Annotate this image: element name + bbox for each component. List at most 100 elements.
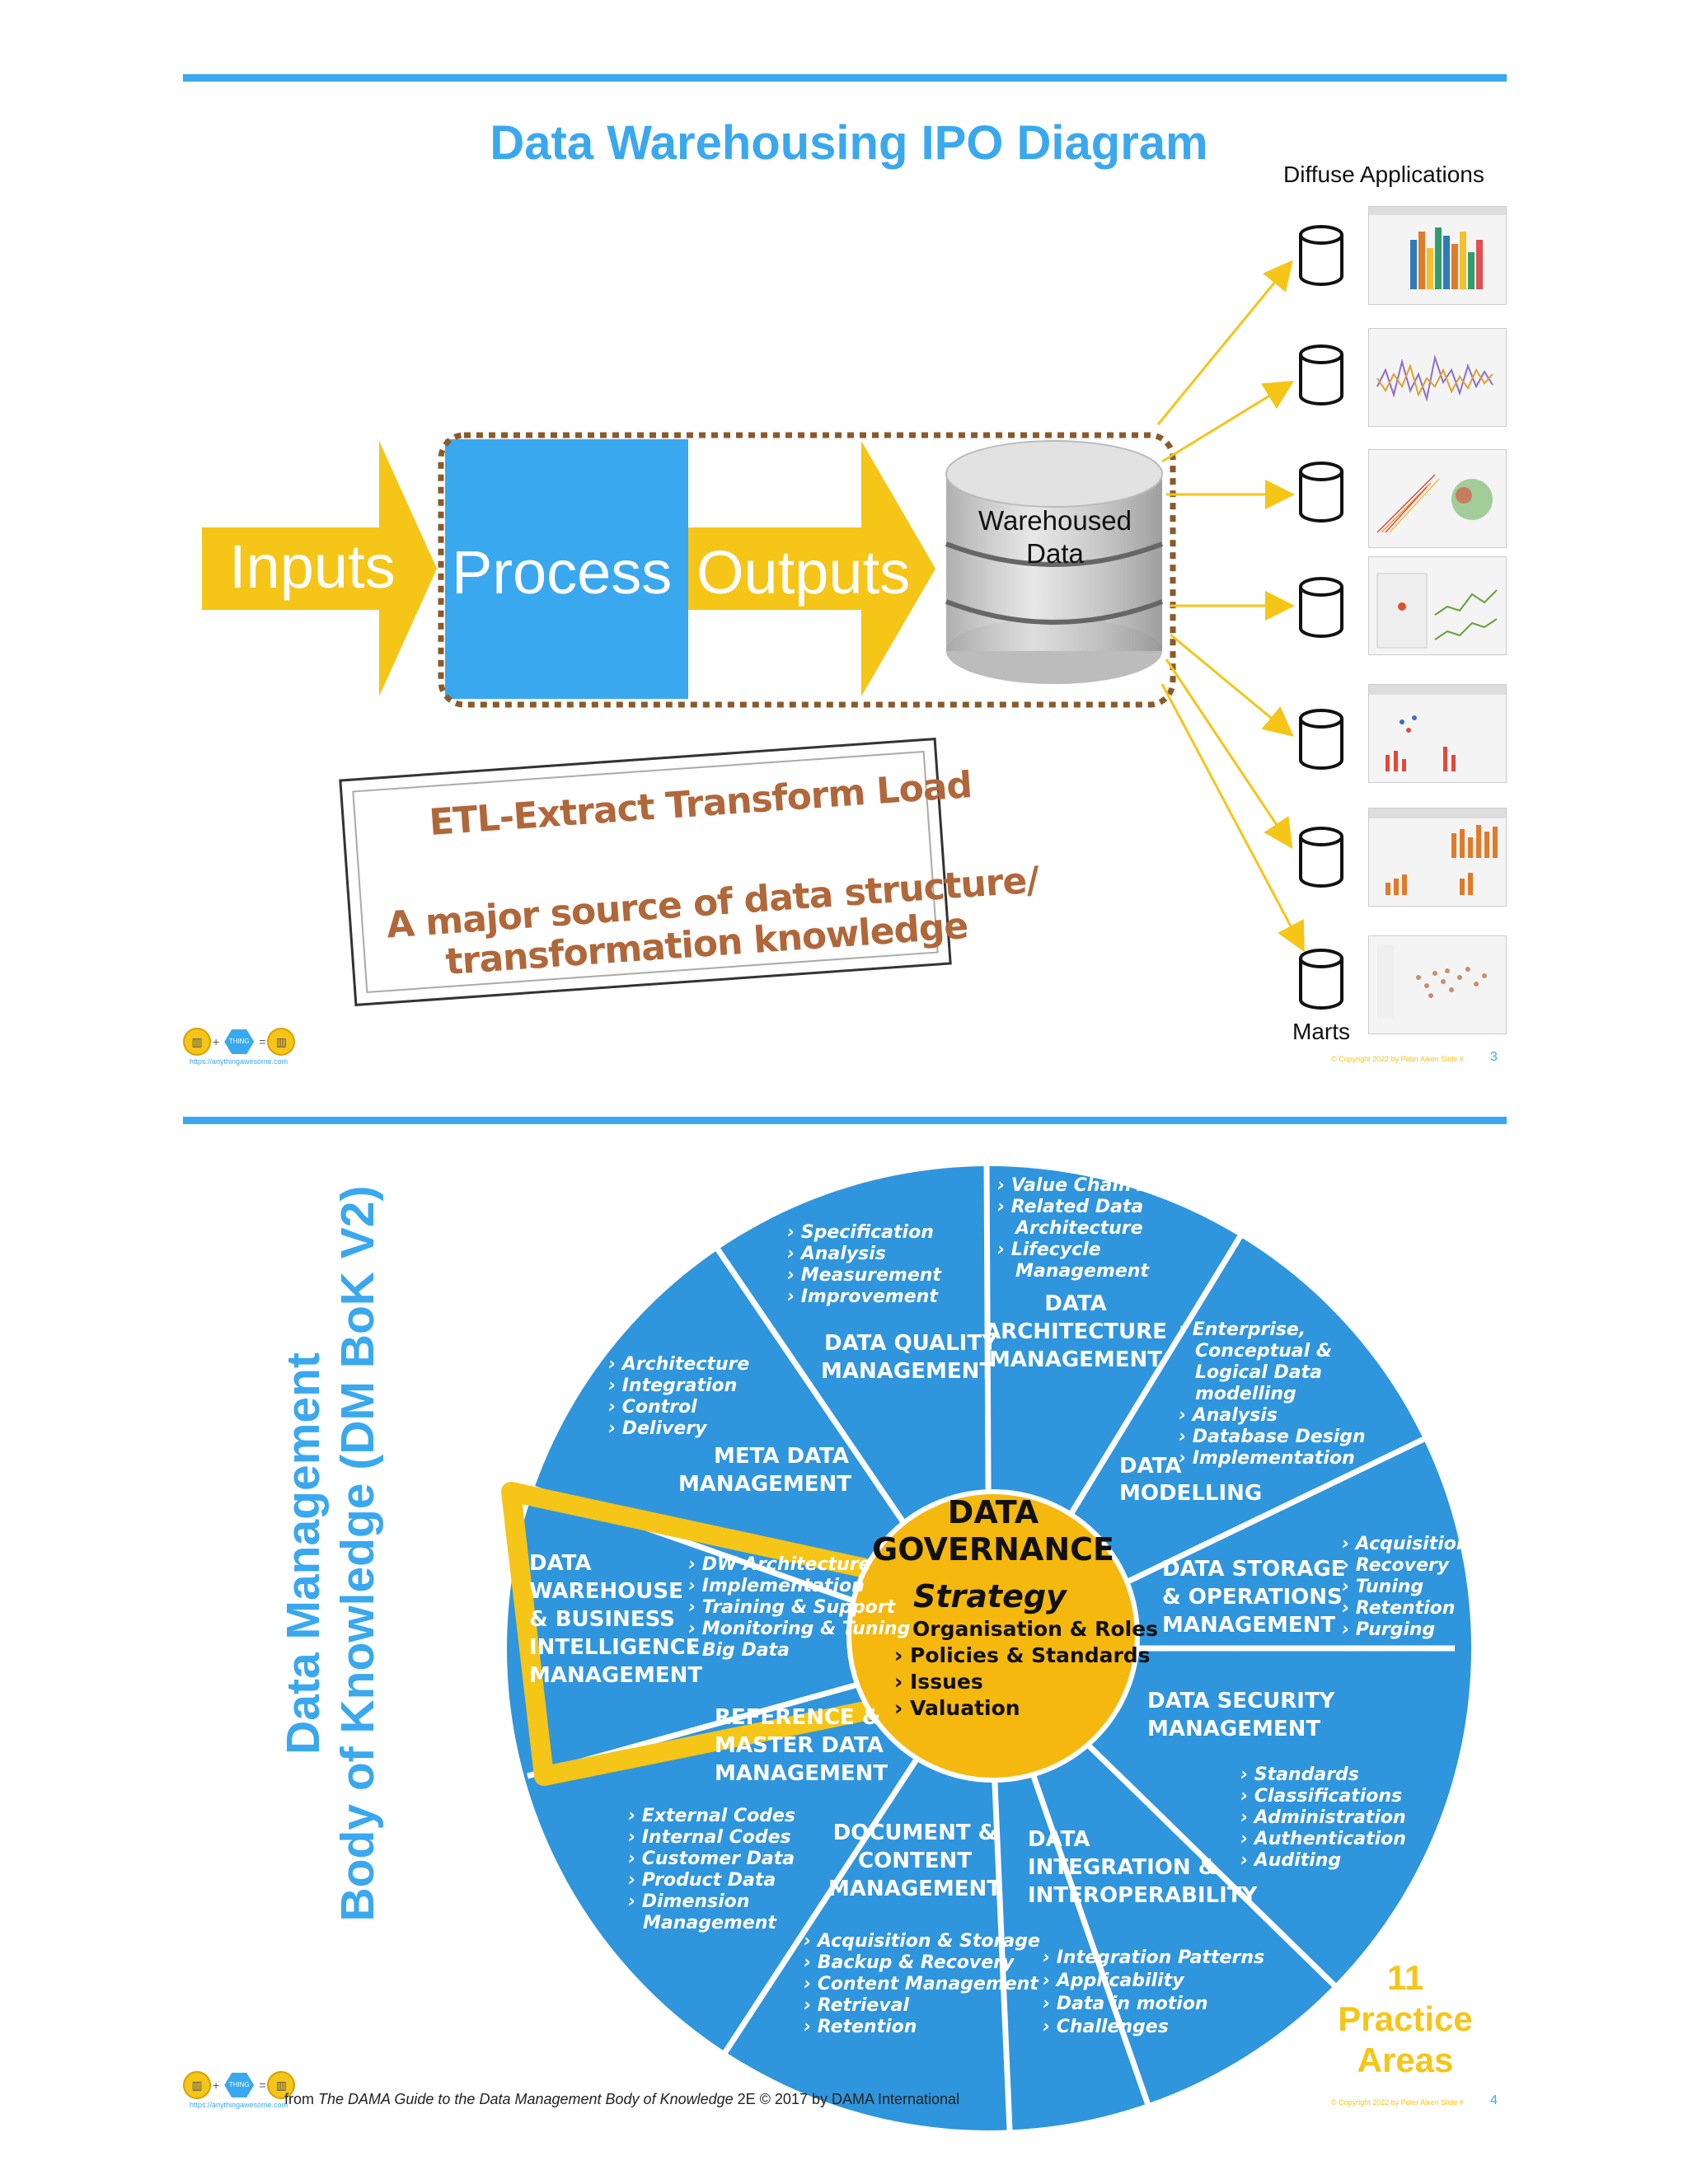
marts-label: Marts [1292,1019,1350,1044]
copyright-text: © Copyright 2022 by Peter Aiken Slide # [1331,1055,1464,1063]
app-thumbnail [1368,684,1507,783]
governance-item: › Valuation [894,1696,1020,1720]
svg-text:DATA STORAGE: DATA STORAGE [1162,1557,1345,1582]
svg-text:› Database Design: › Database Design [1179,1427,1366,1447]
svg-text:META DATA: META DATA [714,1444,849,1469]
svg-text:Architecture: Architecture [1014,1218,1143,1239]
svg-text:MANAGEMENT: MANAGEMENT [1147,1717,1320,1741]
svg-text:› Dimension: › Dimension [628,1891,749,1912]
svg-text:MANAGEMENT: MANAGEMENT [821,1359,994,1384]
segment-meta-data: › Architecture › Integration › Control ›… [608,1354,851,1497]
app-thumbnail [1368,556,1507,655]
process-label: Process [452,538,673,607]
svg-text:MANAGEMENT: MANAGEMENT [715,1761,888,1786]
svg-text:MANAGEMENT: MANAGEMENT [678,1472,851,1497]
svg-text:› Applicability: › Applicability [1043,1971,1185,1991]
svg-text:› Value Chain Analysis: › Value Chain Analysis [997,1175,1222,1196]
anything-awesome-logo[interactable]: ▥+ THING= ▥ [183,2071,296,2099]
app-thumbnail [1368,206,1507,305]
svg-text:› Backup & Recovery: › Backup & Recovery [804,1952,1015,1973]
mart-icon [1299,709,1343,770]
segment-data-modelling: › Enterprise, Conceptual & Logical Data … [1119,1319,1366,1506]
segment-data-architecture: › Value Chain Analysis › Related Data Ar… [984,1175,1222,1372]
svg-text:› Product Data: › Product Data [628,1870,776,1891]
svg-text:MANAGEMENT: MANAGEMENT [1162,1613,1335,1638]
page-number: 3 [1490,1050,1498,1064]
svg-text:› Related Data: › Related Data [997,1197,1143,1217]
governance-item: › Policies & Standards [894,1643,1151,1667]
inputs-arrow [202,441,437,696]
svg-text:› Analysis: › Analysis [1179,1405,1278,1426]
logo-bin-icon: ▥ [267,2071,296,2099]
svg-text:› Lifecycle: › Lifecycle [997,1240,1101,1260]
segment-document-content: DOCUMENT & CONTENT MANAGEMENT › Acquisit… [804,1821,1040,2037]
segment-data-warehouse-bi: DATA WAREHOUSE & BUSINESS INTELLIGENCE M… [529,1551,910,1688]
svg-text:› Architecture: › Architecture [608,1354,749,1375]
svg-text:› Standards: › Standards [1240,1765,1359,1785]
svg-text:Conceptual &: Conceptual & [1195,1341,1332,1361]
svg-text:› Challenges: › Challenges [1043,2017,1169,2037]
svg-text:MODELLING: MODELLING [1119,1481,1262,1506]
svg-text:CONTENT: CONTENT [858,1849,972,1873]
svg-text:› Retrieval: › Retrieval [804,1995,910,2016]
svg-text:› Auditing: › Auditing [1240,1850,1341,1871]
segment-reference-master: REFERENCE & MASTER DATA MANAGEMENT › Ext… [628,1705,888,1933]
logo-hex-icon: THING [224,1029,255,1054]
svg-text:modelling: modelling [1195,1384,1296,1404]
svg-text:DATA SECURITY: DATA SECURITY [1147,1689,1336,1713]
anything-awesome-logo[interactable]: ▥+ THING= ▥ [183,1028,296,1056]
segment-data-storage: DATA STORAGE & OPERATIONS MANAGEMENT › A… [1162,1534,1470,1640]
svg-text:› Tuning: › Tuning [1342,1577,1423,1597]
governance-title1: DATA [948,1494,1039,1530]
svg-text:› Analysis: › Analysis [787,1244,886,1264]
ipo-diagram [202,225,1343,1010]
svg-text:› Content Management: › Content Management [804,1974,1039,1994]
top-rule-1 [183,74,1507,82]
app-thumbnail [1368,935,1507,1034]
svg-text:DATA QUALITY: DATA QUALITY [824,1331,998,1356]
svg-text:› Implementation: › Implementation [688,1576,865,1596]
governance-item: › Issues [894,1670,983,1694]
svg-text:› Acquisition: › Acquisition [1342,1534,1470,1554]
svg-text:& BUSINESS: & BUSINESS [529,1607,675,1632]
svg-text:› Internal Codes: › Internal Codes [628,1827,791,1848]
practice-areas-label: 11 Practice Areas [1338,1958,1473,2079]
svg-text:› Monitoring & Tuning: › Monitoring & Tuning [688,1619,910,1639]
source-citation: from The DAMA Guide to the Data Manageme… [284,2091,960,2107]
svg-text:› External Codes: › External Codes [628,1806,795,1826]
logo-bin-icon: ▥ [183,1028,211,1056]
svg-text:› Integration: › Integration [608,1376,737,1396]
svg-text:› Customer Data: › Customer Data [628,1849,795,1869]
logo-url[interactable]: https://anythingawesome.com [190,2101,288,2109]
svg-text:› Data in motion: › Data in motion [1043,1994,1208,2014]
svg-text:› Classifications: › Classifications [1240,1786,1402,1807]
svg-text:› Big Data: › Big Data [688,1640,790,1661]
svg-text:› Administration: › Administration [1240,1807,1406,1828]
process-enclosure [438,432,1176,708]
svg-text:MANAGEMENT: MANAGEMENT [989,1347,1162,1372]
app-thumbnail [1368,808,1507,907]
svg-text:REFERENCE &: REFERENCE & [715,1705,880,1730]
svg-text:› Control: › Control [608,1397,697,1418]
mart-icon [1299,225,1343,286]
svg-text:MANAGEMENT: MANAGEMENT [529,1663,702,1688]
copyright-text: © Copyright 2022 by Peter Aiken Slide # [1331,2098,1464,2107]
svg-text:DATA: DATA [1028,1827,1090,1852]
svg-text:Logical Data: Logical Data [1195,1362,1322,1383]
logo-url[interactable]: https://anythingawesome.com [190,1057,288,1066]
app-thumbnail [1368,449,1507,548]
svg-text:Management: Management [1015,1261,1150,1282]
outputs-arrow [688,441,935,696]
diffuse-applications-label: Diffuse Applications [1283,162,1484,187]
svg-text:› Purging: › Purging [1342,1619,1435,1640]
warehoused-data-label: Warehoused Data [978,505,1132,569]
svg-text:› Measurement: › Measurement [787,1265,942,1286]
svg-text:› Improvement: › Improvement [787,1286,939,1307]
logo-bin-icon: ▥ [267,1028,296,1056]
svg-text:› DW Architecture: › DW Architecture [688,1554,871,1575]
svg-text:DATA: DATA [1044,1291,1107,1316]
governance-item: Organisation & Roles [912,1617,1158,1641]
svg-text:› Retention: › Retention [804,2017,917,2037]
svg-text:WAREHOUSE: WAREHOUSE [529,1579,683,1604]
